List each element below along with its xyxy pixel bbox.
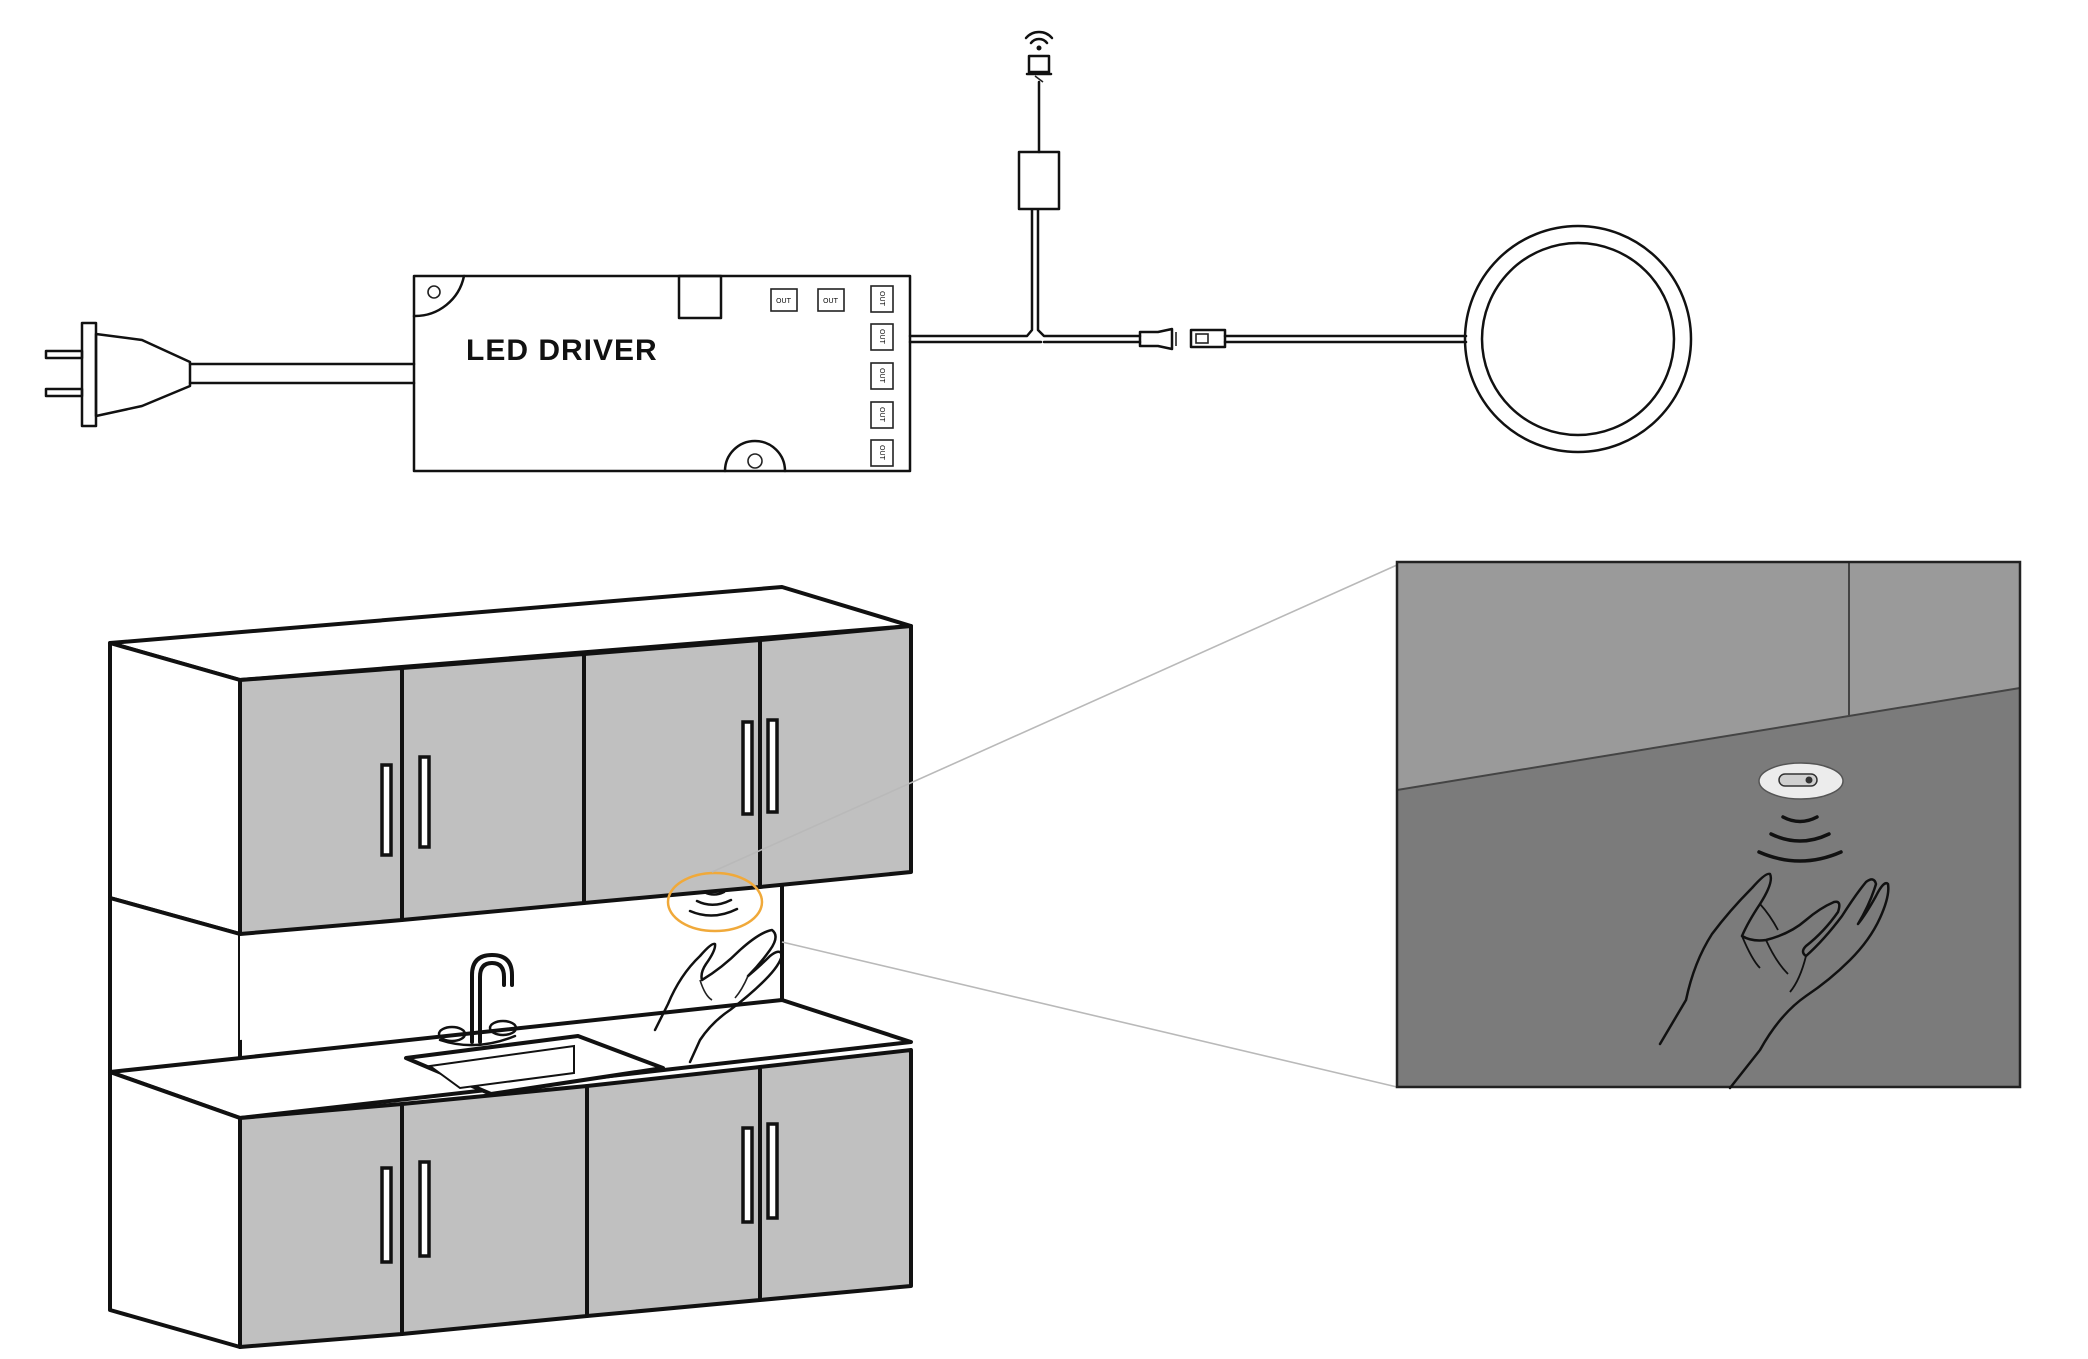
port-label: OUT [878, 407, 886, 423]
cabinet-handle [380, 763, 393, 857]
output-port [870, 323, 894, 351]
port-label: OUT [878, 368, 886, 384]
output-port [870, 285, 894, 313]
port-label: OUT [776, 297, 792, 305]
led-driver-box: LED DRIVER OUT OUT OUT OUT OUT OUT OUT [412, 274, 912, 473]
zoom-detail-panel [1395, 560, 2022, 1090]
port-label: OUT [878, 445, 886, 461]
faucet-icon [437, 953, 518, 1047]
output-port [770, 288, 798, 312]
port-label: OUT [878, 329, 886, 345]
sensor-cable [908, 54, 1142, 344]
cabinet-handle [741, 720, 754, 816]
plug-icon [44, 321, 192, 428]
cable-connector [1138, 327, 1227, 351]
hand-icon [653, 928, 784, 1064]
port-label: OUT [823, 297, 839, 305]
port-label: OUT [878, 291, 886, 307]
zoom-leader-line [711, 564, 1398, 873]
power-cable [188, 362, 416, 385]
cabinet-handle [766, 718, 779, 814]
wireless-sensor-icon [1024, 30, 1054, 51]
cabinet-handle [418, 755, 431, 849]
sensor-wave-icon [1757, 815, 1843, 863]
zoom-leader-line [781, 941, 1398, 1088]
output-port [817, 288, 845, 312]
output-port [870, 439, 894, 467]
cabinet-handle [380, 1166, 393, 1264]
output-port [870, 362, 894, 390]
hand-icon [1658, 872, 1890, 1090]
sensor-puck-icon [1758, 762, 1844, 800]
output-port [870, 401, 894, 429]
cabinet-handle [418, 1160, 431, 1258]
sensor-highlight [666, 871, 764, 933]
round-light-icon [1463, 224, 1693, 454]
sensor-wave-icon [688, 890, 739, 917]
cabinet-handle [766, 1122, 779, 1220]
cabinet-handle [741, 1126, 754, 1224]
driver-label: LED DRIVER [466, 334, 658, 367]
